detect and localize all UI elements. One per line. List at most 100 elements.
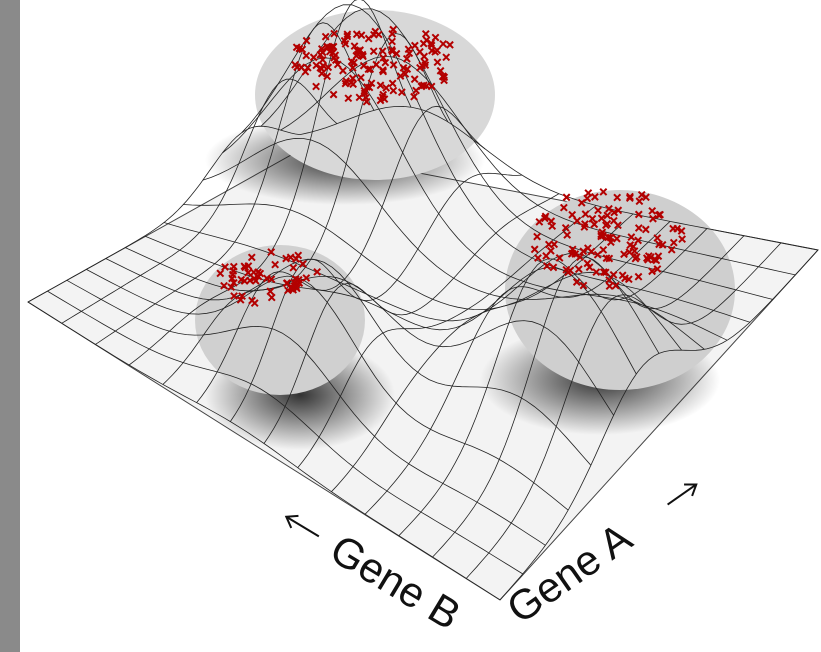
cell-marker [329, 90, 338, 99]
cell-marker [267, 275, 276, 284]
cell-marker [362, 97, 371, 106]
cell-marker [309, 53, 318, 62]
cell-marker [610, 208, 619, 217]
cell-marker [220, 281, 228, 290]
cell-marker [356, 73, 365, 82]
cell-marker [341, 39, 350, 48]
cell-marker [431, 33, 440, 42]
cell-marker [227, 283, 236, 292]
cell-marker [559, 203, 568, 212]
cell-marker [319, 61, 328, 70]
cell-marker [677, 227, 686, 235]
cell-marker [350, 58, 358, 67]
cell-marker [271, 260, 280, 269]
cell-marker [401, 70, 410, 78]
cell-marker [392, 49, 401, 58]
cell-marker [656, 210, 664, 219]
cell-marker [403, 65, 412, 73]
cell-marker [312, 61, 321, 70]
grid-line-v [263, 193, 560, 444]
cell-marker [284, 286, 292, 295]
cell-marker [634, 210, 643, 219]
grid-line-v [95, 22, 375, 345]
cell-marker [587, 247, 596, 256]
cell-marker [433, 58, 442, 67]
cell-marker [605, 204, 613, 213]
cell-marker [613, 193, 622, 202]
cell-marker [648, 206, 657, 215]
cell-marker [389, 86, 398, 95]
cell-marker [299, 260, 307, 268]
grid-line-v [196, 105, 486, 403]
cell-marker [328, 48, 337, 57]
cell-marker [318, 55, 327, 64]
cell-marker [542, 252, 551, 260]
cell-marker [410, 41, 419, 50]
arrow-right-icon [667, 483, 697, 506]
cell-marker [599, 268, 608, 276]
surface-group [27, 0, 819, 601]
cell-marker [533, 232, 542, 241]
cell-marker [238, 292, 246, 301]
cell-marker [609, 270, 618, 279]
cell-marker [379, 53, 388, 62]
cell-marker [364, 34, 373, 43]
cell-marker [359, 61, 368, 70]
cell-marker [667, 245, 676, 254]
cell-marker [360, 89, 369, 98]
cell-marker [333, 60, 342, 69]
cell-marker [363, 83, 371, 91]
cell-marker [404, 45, 413, 54]
cell-marker [646, 253, 655, 262]
cell-marker [427, 39, 436, 48]
grid-line-v [61, 78, 338, 324]
cell-marker [247, 253, 256, 262]
cell-marker [605, 282, 614, 291]
cell-marker [442, 53, 451, 62]
cell-marker [427, 82, 436, 91]
grid-line-v [364, 221, 671, 515]
cell-marker [573, 216, 582, 225]
cell-marker [603, 219, 612, 228]
cell-marker [376, 81, 385, 90]
cell-marker [543, 262, 551, 270]
cell-marker [410, 92, 418, 101]
cell-marker [379, 90, 388, 99]
cell-marker [648, 267, 656, 276]
cell-marker [348, 74, 357, 83]
cell-marker [624, 275, 633, 284]
cell-marker [302, 36, 311, 45]
cell-marker [303, 63, 312, 72]
cell-markers [216, 25, 687, 307]
cell-marker [359, 52, 367, 61]
cell-marker [371, 27, 380, 36]
cell-marker [221, 263, 229, 271]
cell-marker [436, 66, 445, 75]
cell-marker [678, 235, 687, 244]
cell-marker [267, 293, 276, 302]
cell-marker [389, 60, 398, 69]
cell-marker [312, 82, 320, 91]
cell-marker [593, 250, 602, 259]
cell-marker [323, 72, 332, 81]
cell-marker [562, 265, 571, 274]
cell-marker [590, 193, 599, 201]
cell-marker [357, 31, 366, 40]
cell-marker [540, 214, 549, 223]
cell-marker [402, 54, 411, 63]
grid-line-v [466, 242, 782, 579]
cell-marker [313, 267, 322, 276]
cell-marker [592, 268, 601, 277]
cell-marker [561, 223, 570, 232]
grid-line-v [499, 249, 819, 601]
arrowhead-left-icon [284, 514, 299, 529]
cell-marker [388, 37, 396, 46]
cell-marker [626, 192, 634, 201]
cell-marker [433, 46, 442, 55]
grid-line-v [27, 125, 301, 303]
cell-marker [635, 197, 644, 206]
cell-marker [229, 278, 238, 287]
cell-marker [548, 222, 557, 231]
